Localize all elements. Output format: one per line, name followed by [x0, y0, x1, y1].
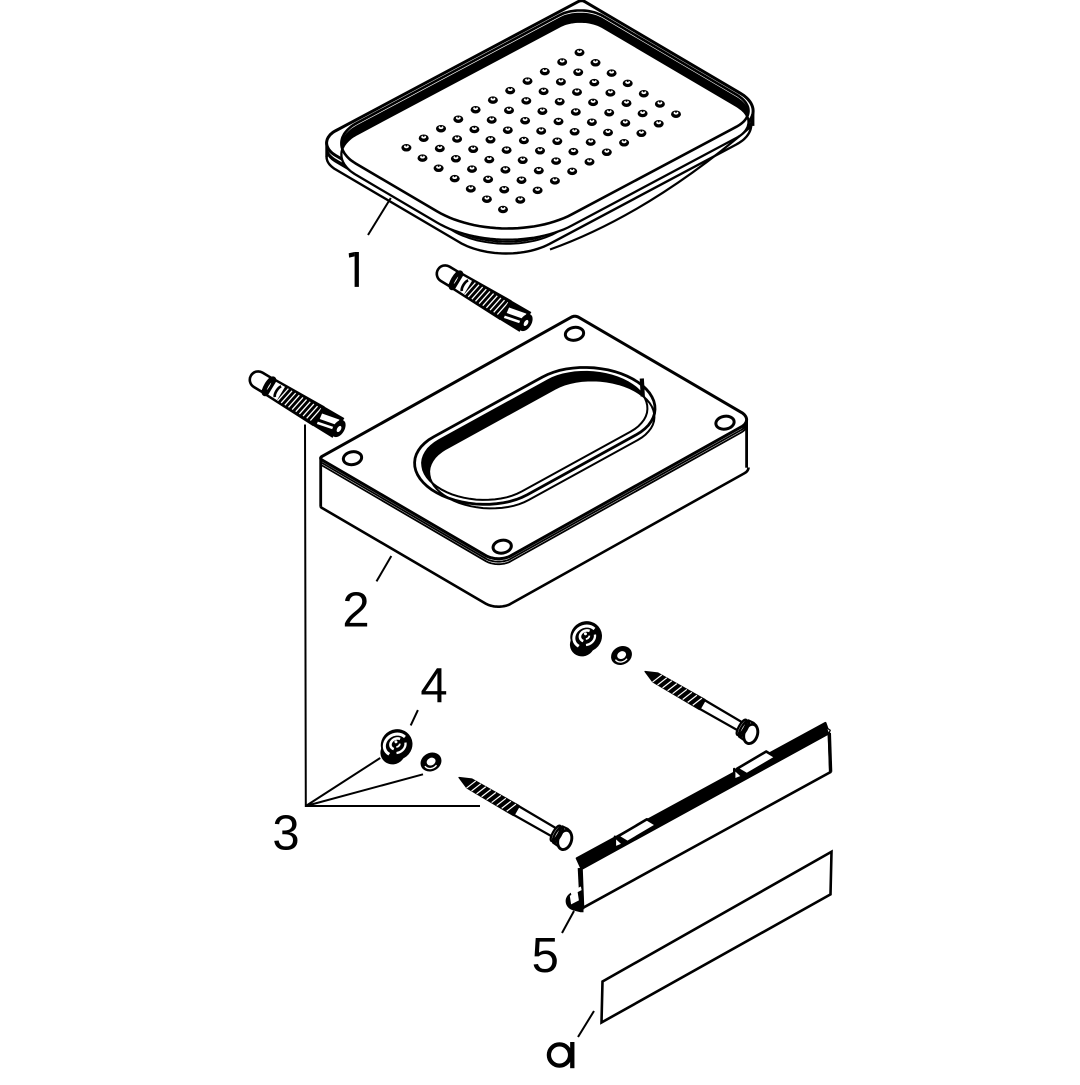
svg-text:3: 3 [272, 807, 299, 861]
svg-text:5: 5 [532, 929, 559, 983]
svg-text:2: 2 [342, 584, 369, 638]
svg-text:4: 4 [420, 659, 447, 713]
